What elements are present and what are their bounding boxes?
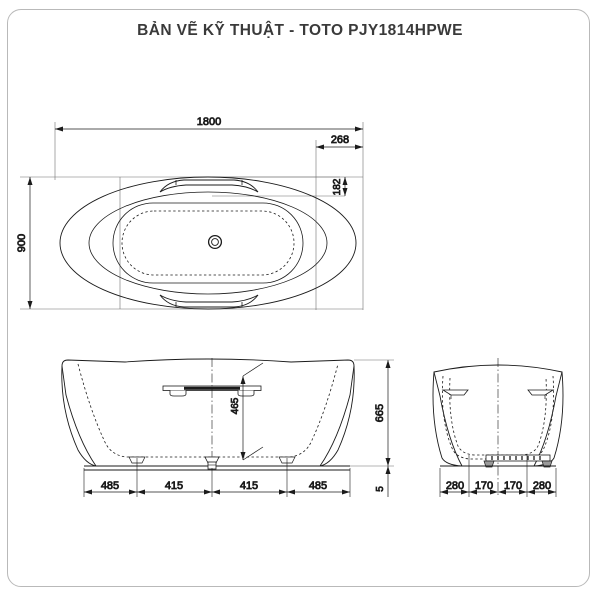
front-right-flare [319,365,355,467]
dimension-268-label: 268 [331,134,349,146]
drain-icon [207,234,223,250]
top-inner-rim-oval [88,191,328,295]
dimension-1800-label: 1800 [197,116,221,128]
dimension-5-label: 5 [375,486,386,492]
dimension-280-right-label: 280 [533,480,551,492]
dimension-415-left-label: 415 [165,480,183,492]
side-tub-outer-profile [433,364,563,467]
top-outer-oval [59,176,357,310]
front-drain-assembly [204,456,220,470]
grip-handle-top-icon [159,179,259,193]
side-view: 280 170 170 280 [432,358,564,497]
side-dimension-chain: 280 170 170 280 [440,480,556,495]
top-view: 1800 268 182 900 [16,116,364,310]
dimension-900-label: 900 [16,234,28,252]
side-base-assembly [483,454,553,468]
top-basin-dashed-outline [121,210,295,276]
dimension-182-label: 182 [332,178,343,195]
dimension-665-label: 665 [374,404,386,422]
dimension-485-right-label: 485 [309,480,327,492]
grip-handle-bottom-icon [159,294,259,308]
grip-handle-left-icon [441,389,469,399]
grip-handle-right-icon [527,389,555,399]
page-border [7,9,590,587]
dimension-485-left-label: 485 [101,480,119,492]
dimension-415-right-label: 415 [240,480,258,492]
dimension-268: 268 [316,134,363,150]
front-left-flare [61,365,97,467]
dimension-665: 665 [350,359,394,467]
front-view: 465 665 5 [61,358,394,497]
dimension-1800: 1800 [55,116,363,132]
dimension-170-left-label: 170 [475,480,493,492]
front-tub-outer-profile [61,358,355,467]
top-basin-outline [112,202,304,284]
page-title: BẢN VẼ KỸ THUẬT - TOTO PJY1814HPWE [137,22,463,39]
dimension-900: 900 [16,177,33,309]
dimension-465-label: 465 [230,397,241,414]
top-view-extension-lines [20,122,364,310]
dimension-182: 182 [332,177,348,196]
side-inner-dashed-profile [442,375,554,460]
dimension-280-left-label: 280 [446,480,464,492]
dimension-5: 5 [375,466,391,497]
front-inner-dashed-profile [77,363,339,458]
front-dimension-chain: 485 415 415 485 [84,480,350,495]
dimension-170-right-label: 170 [504,480,522,492]
side-left-flare [432,371,463,467]
dimension-465: 465 [230,362,264,461]
